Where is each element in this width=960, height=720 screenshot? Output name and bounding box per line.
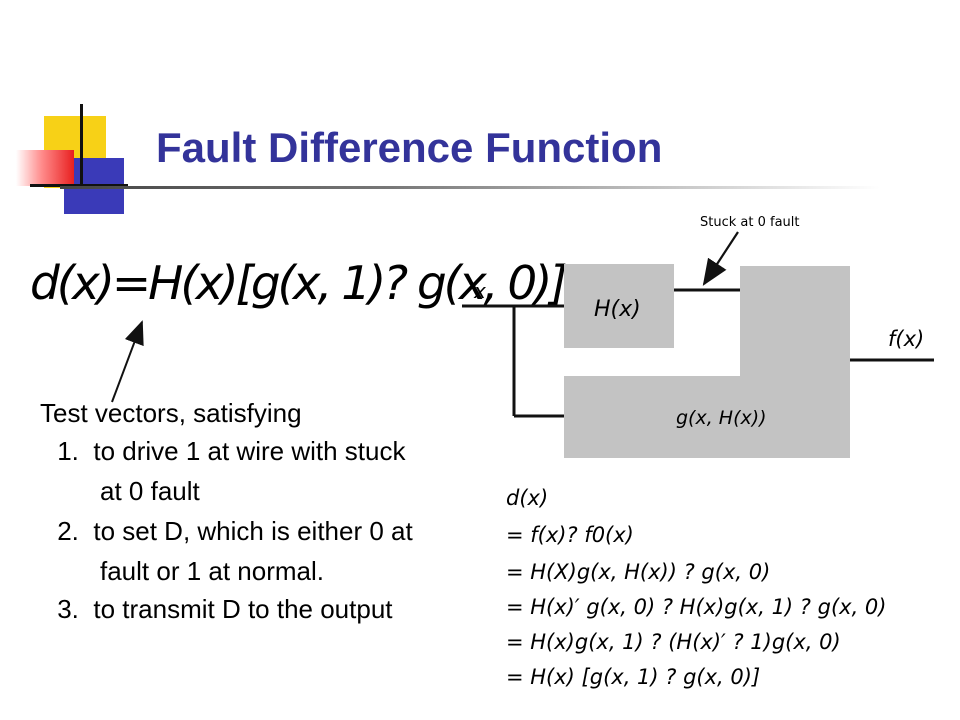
- notes-heading: Test vectors, satisfying: [40, 398, 302, 428]
- decor-red-bar: [16, 150, 74, 186]
- slide-title: Fault Difference Function: [156, 124, 663, 171]
- derivation-line-4: = H(x)′ g(x, 0) ? H(x)g(x, 1) ? g(x, 0): [506, 595, 887, 619]
- g-block-label: g(x, H(x)): [676, 407, 767, 429]
- main-formula: d(x)=H(x)[g(x, 1)? g(x, 0)]: [30, 256, 568, 310]
- h-block-label: H(x): [594, 297, 641, 322]
- output-label: f(x): [888, 327, 924, 351]
- derivation-line-2: = f(x)? f0(x): [506, 523, 634, 547]
- g-block: [564, 376, 850, 458]
- input-label: x: [473, 279, 486, 303]
- derivation-line-3: = H(X)g(x, H(x)) ? g(x, 0): [506, 560, 771, 584]
- note-item-3: 3. to transmit D to the output: [50, 594, 393, 624]
- derivation-line-6: = H(x) [g(x, 1) ? g(x, 0)]: [506, 665, 761, 689]
- h-block: [564, 264, 674, 348]
- note-item-1: 1. to drive 1 at wire with stuck: [50, 436, 406, 466]
- decor-horizontal-line: [30, 184, 128, 187]
- note-arrow: [111, 320, 144, 403]
- derivation-line-1: d(x): [506, 486, 549, 510]
- fault-arrow: [702, 231, 739, 286]
- decor-vertical-line: [80, 104, 83, 188]
- title-underline: [60, 186, 880, 189]
- derivation-line-5: = H(x)g(x, 1) ? (H(x)′ ? 1)g(x, 0): [506, 630, 841, 654]
- note-item-1-cont: at 0 fault: [100, 476, 200, 506]
- note-item-2: 2. to set D, which is either 0 at: [50, 516, 413, 546]
- f-block-top: [740, 266, 850, 376]
- note-item-2-cont: fault or 1 at normal.: [100, 556, 324, 586]
- fault-label: Stuck at 0 fault: [700, 215, 800, 230]
